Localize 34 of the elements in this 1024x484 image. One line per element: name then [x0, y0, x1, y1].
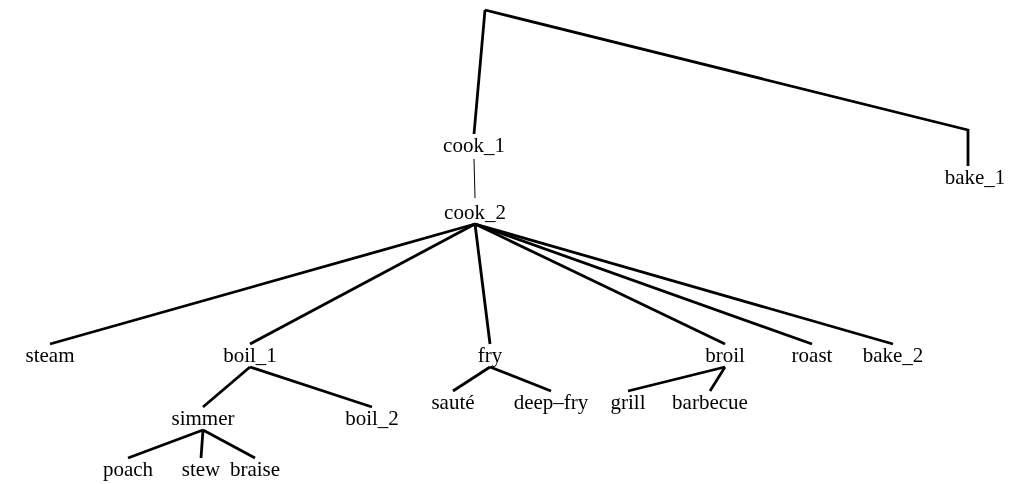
tree-branch-line	[249, 222, 476, 346]
node-label: bake_1	[944, 166, 1006, 188]
tree-branch-line	[249, 365, 373, 409]
node-label: fry	[477, 344, 503, 366]
tree-branch-line	[489, 365, 552, 393]
node-label: cook_1	[443, 134, 505, 156]
node-label: deep–fry	[513, 391, 589, 413]
node-label: grill	[610, 391, 646, 413]
node-label: stew	[181, 458, 221, 480]
tree-branch-line	[127, 428, 204, 460]
node-label: cook_2	[444, 201, 506, 223]
node-label: boil_2	[345, 407, 399, 429]
node-label: sauté	[431, 391, 475, 413]
node-label: roast	[791, 344, 833, 366]
node-label: simmer	[171, 407, 235, 429]
node-label: bake_2	[862, 344, 924, 366]
node-label: broil	[705, 344, 745, 366]
tree-branch-line	[202, 428, 256, 460]
tree-branch-line	[202, 365, 251, 409]
tree-branch-line	[474, 222, 894, 346]
tree-branch-line	[627, 365, 726, 393]
tree-branch-line	[472, 9, 487, 135]
tree-branch-line	[199, 429, 205, 459]
node-label: barbecue	[672, 391, 748, 413]
node-label: braise	[229, 458, 281, 480]
tree-branch-line	[473, 158, 476, 199]
tree-branch-line	[49, 222, 476, 346]
tree-branch-line	[708, 366, 727, 392]
node-label: steam	[25, 344, 75, 366]
tree-branch-line	[473, 223, 492, 345]
node-label: poach	[102, 458, 154, 480]
tree-branch-line	[484, 8, 970, 166]
node-label: boil_1	[223, 344, 277, 366]
tree-branch-line	[452, 365, 491, 393]
